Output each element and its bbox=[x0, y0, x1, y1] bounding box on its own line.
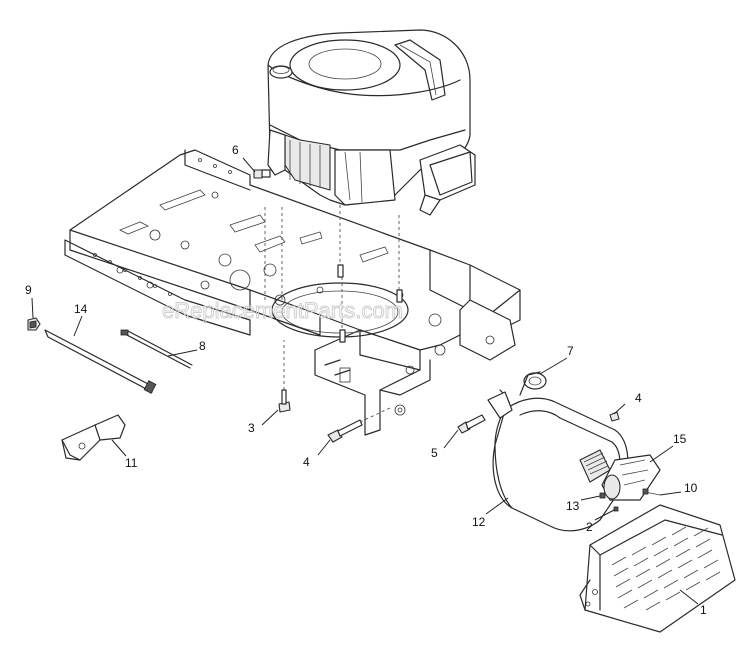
callout-labels: 1 2 3 4 4 5 6 7 8 9 10 11 12 13 14 15 bbox=[25, 143, 707, 617]
part-14-rod bbox=[44, 329, 157, 394]
callout-6: 6 bbox=[232, 143, 239, 157]
callout-5: 5 bbox=[431, 446, 438, 460]
part-11-bracket bbox=[61, 414, 126, 461]
callout-13: 13 bbox=[566, 499, 580, 513]
part-10-screw bbox=[642, 488, 661, 496]
callout-14: 14 bbox=[74, 302, 88, 316]
part-8-cable-tie bbox=[120, 329, 193, 369]
callout-10: 10 bbox=[684, 481, 698, 495]
part-1-muffler-guard bbox=[579, 504, 736, 633]
part-12-muffler bbox=[487, 371, 629, 532]
callout-7: 7 bbox=[567, 344, 574, 358]
leader-lines bbox=[31, 157, 699, 605]
callout-4-right: 4 bbox=[635, 391, 642, 405]
callout-8: 8 bbox=[199, 339, 206, 353]
part-6-clip bbox=[253, 169, 263, 179]
callout-4-left: 4 bbox=[303, 455, 310, 469]
part-3-bolt bbox=[278, 340, 291, 413]
part-4-bolt-left bbox=[327, 407, 391, 443]
part-13-screw bbox=[599, 492, 606, 499]
callout-12: 12 bbox=[472, 515, 486, 529]
callout-11: 11 bbox=[125, 456, 138, 470]
callout-15: 15 bbox=[673, 432, 687, 446]
part-5-bolt bbox=[457, 414, 486, 434]
part-9-nut bbox=[27, 317, 41, 331]
engine bbox=[261, 29, 476, 343]
watermark: eReplacementParts.com bbox=[162, 298, 403, 323]
callout-3: 3 bbox=[248, 421, 255, 435]
guard-vent-slots bbox=[611, 526, 721, 611]
part-2-screw bbox=[613, 506, 619, 512]
callout-9: 9 bbox=[25, 283, 32, 297]
engine-mount-studs bbox=[337, 205, 403, 343]
callout-1: 1 bbox=[700, 603, 707, 617]
callout-2: 2 bbox=[586, 520, 593, 534]
